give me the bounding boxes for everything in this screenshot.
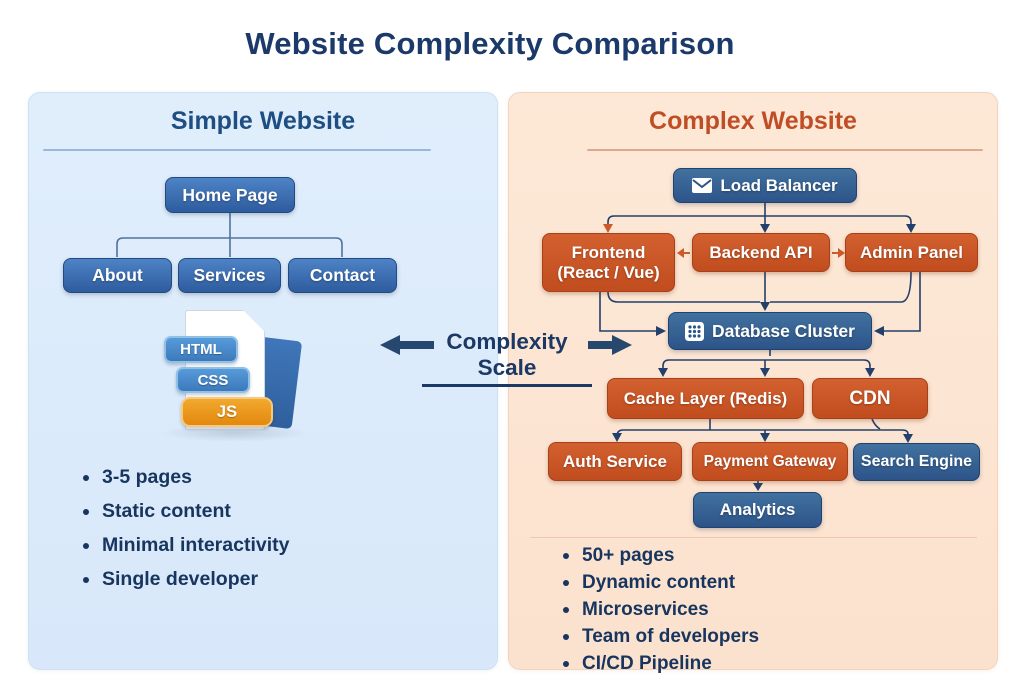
complexity-scale-label: Complexity Scale (422, 329, 592, 387)
list-item: 3-5 pages (83, 466, 289, 489)
node-database-cluster: Database Cluster (668, 312, 872, 350)
node-cache-layer: Cache Layer (Redis) (607, 378, 804, 419)
simple-feature-list: 3-5 pages Static content Minimal interac… (83, 466, 289, 602)
complexity-scale-arrows (380, 335, 632, 355)
css-badge: CSS (176, 367, 250, 393)
scale-right-arrow-icon (588, 335, 632, 355)
list-item: Minimal interactivity (83, 534, 289, 557)
node-load-balancer: Load Balancer (673, 168, 857, 203)
simple-heading-rule (43, 149, 431, 151)
node-home-page: Home Page (165, 177, 295, 213)
node-frontend: Frontend (React / Vue) (542, 233, 675, 292)
bullet-dot (563, 607, 569, 613)
list-item: Dynamic content (563, 572, 759, 594)
node-admin-panel: Admin Panel (845, 233, 978, 272)
node-analytics: Analytics (693, 492, 822, 528)
node-backend-api: Backend API (692, 233, 830, 272)
complex-panel-divider (530, 537, 977, 538)
bullet-dot (563, 580, 569, 586)
bullet-dot (83, 508, 89, 515)
complex-panel-heading: Complex Website (649, 107, 857, 135)
html-badge: HTML (164, 336, 238, 363)
list-item: CI/CD Pipeline (563, 653, 759, 675)
grid-icon (685, 321, 704, 341)
bullet-dot (83, 542, 89, 549)
scale-left-arrow-icon (380, 335, 434, 355)
complex-feature-list: 50+ pages Dynamic content Microservices … (563, 545, 759, 680)
list-item: Microservices (563, 599, 759, 621)
envelope-icon (692, 178, 713, 193)
list-item: Team of developers (563, 626, 759, 648)
node-cdn: CDN (812, 378, 928, 419)
node-payment-gateway: Payment Gateway (692, 442, 848, 481)
simple-tree-connectors (116, 213, 343, 257)
list-item: Static content (83, 500, 289, 523)
node-auth-service: Auth Service (548, 442, 682, 481)
list-item: Single developer (83, 568, 289, 591)
node-search-engine: Search Engine (853, 443, 980, 481)
page-title: Website Complexity Comparison (245, 26, 735, 61)
node-services: Services (178, 258, 281, 293)
bullet-dot (563, 553, 569, 559)
bullet-dot (563, 661, 569, 667)
bullet-dot (563, 634, 569, 640)
list-item: 50+ pages (563, 545, 759, 567)
navy-arrowheads (612, 224, 916, 491)
simple-panel-heading: Simple Website (170, 107, 356, 135)
bullet-dot (83, 576, 89, 583)
js-badge: JS (181, 397, 273, 427)
node-about: About (63, 258, 172, 293)
bullet-dot (83, 474, 89, 481)
complex-heading-rule (587, 149, 983, 151)
node-contact: Contact (288, 258, 397, 293)
